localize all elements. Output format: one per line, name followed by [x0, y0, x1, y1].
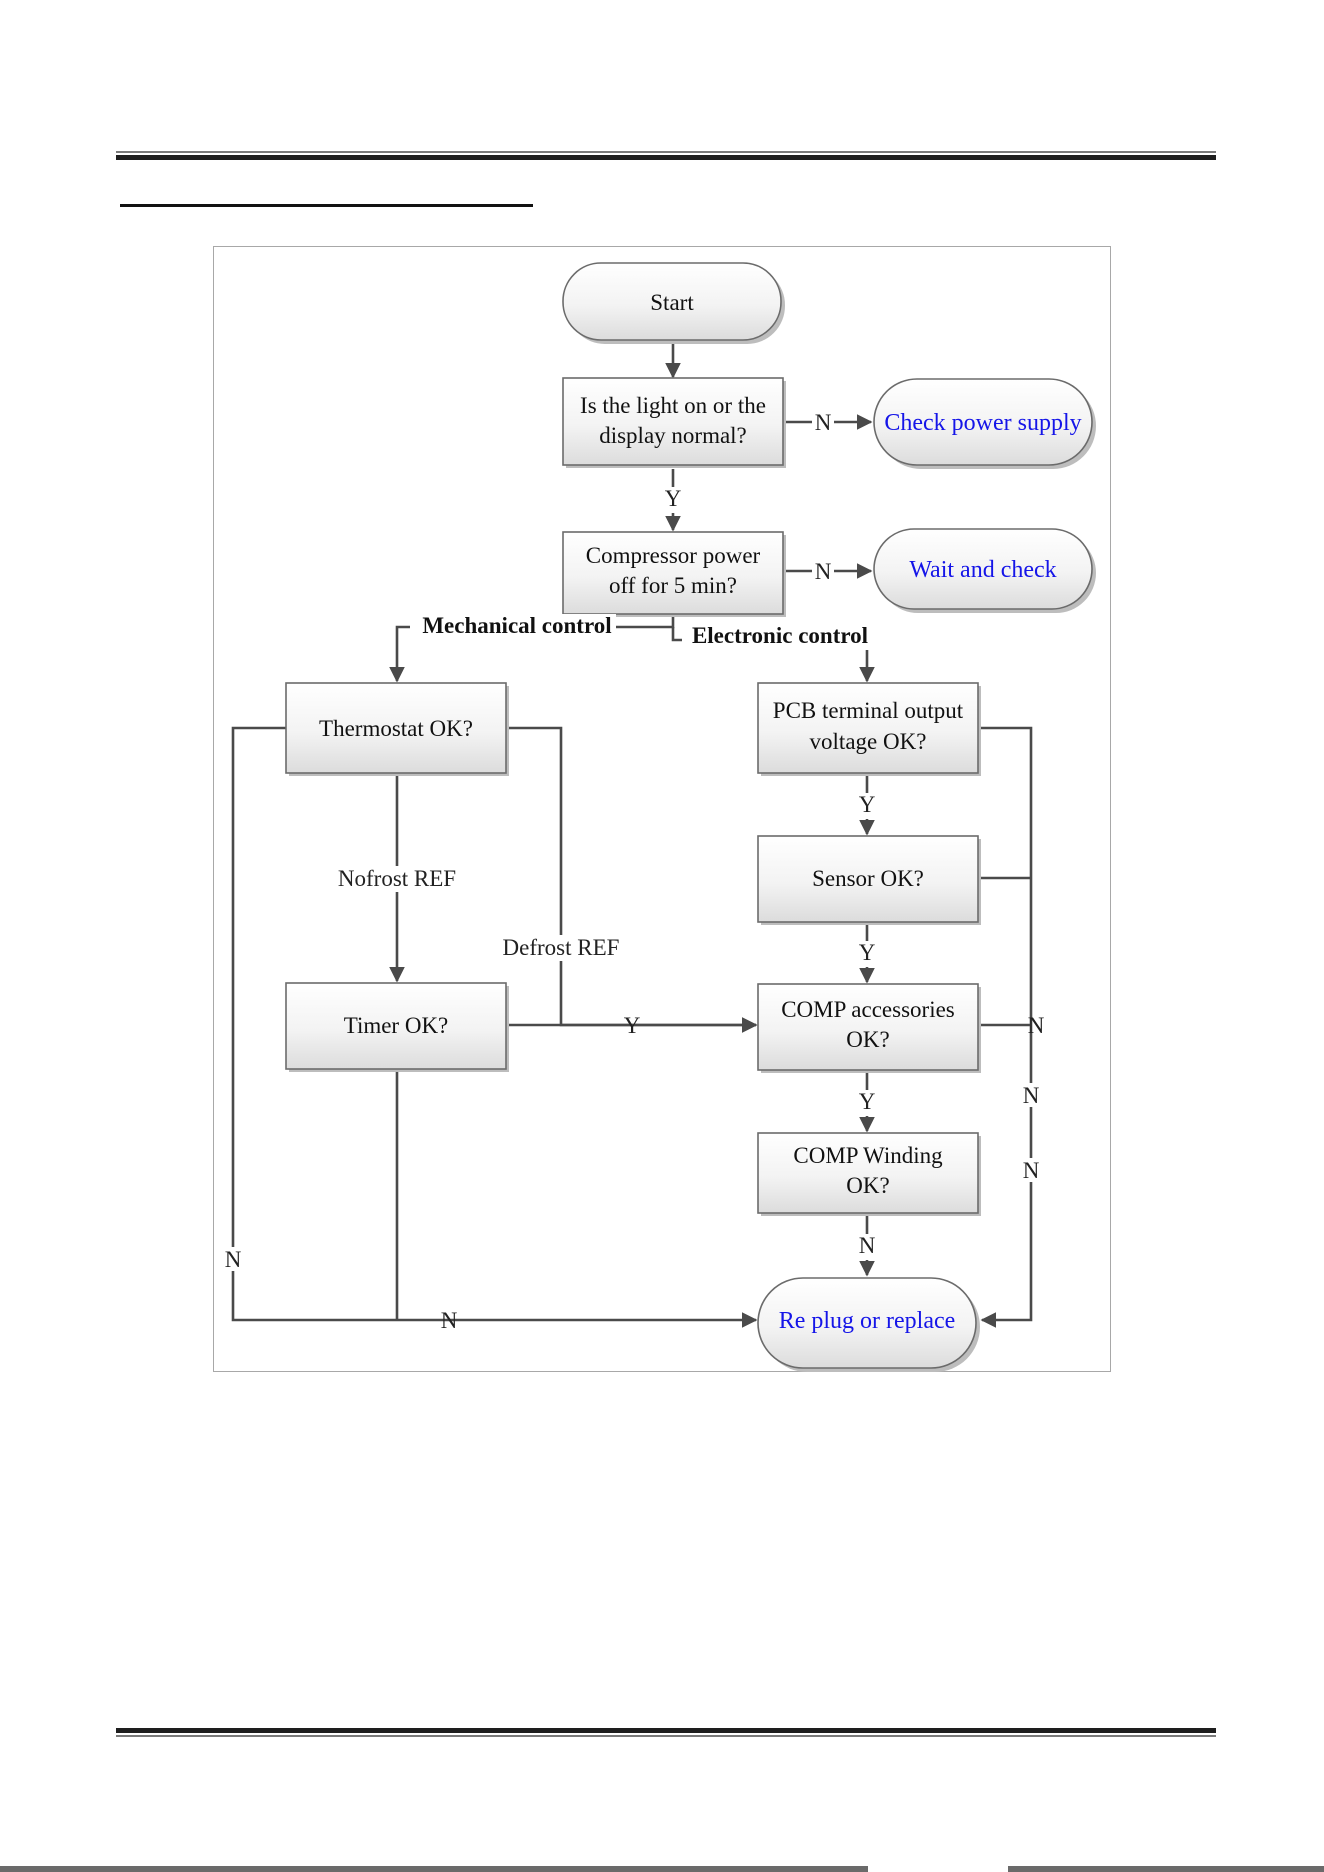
svg-text:OK?: OK?: [846, 1027, 889, 1052]
svg-text:Thermostat OK?: Thermostat OK?: [319, 716, 473, 741]
svg-text:voltage OK?: voltage OK?: [810, 729, 927, 754]
page-bottom-edge-gap: [868, 1866, 1008, 1872]
label-y-sensor: Y: [859, 940, 876, 965]
node-start: Start: [562, 262, 785, 344]
node-comp-accessories: COMP accessories OK?: [757, 983, 981, 1073]
node-light-check: Is the light on or the display normal?: [562, 377, 786, 468]
label-n-bus-1: N: [1023, 1083, 1040, 1108]
label-n-winding: N: [859, 1233, 876, 1258]
node-wait-check: Wait and check: [873, 528, 1096, 613]
label-n-compressor: N: [815, 559, 832, 584]
edge-thermostat-defrost-to-comp: [508, 726, 758, 1033]
svg-text:OK?: OK?: [846, 1173, 889, 1198]
label-defrost-ref: Defrost REF: [503, 935, 620, 960]
label-n-bus-2: N: [1023, 1158, 1040, 1183]
section-title-underline: [120, 204, 533, 207]
label-mechanical-control: Mechanical control: [422, 613, 611, 638]
node-sensor: Sensor OK?: [757, 835, 981, 925]
svg-text:Timer OK?: Timer OK?: [344, 1013, 449, 1038]
edge-thermostat-n-to-replug: [231, 726, 758, 1328]
label-y-comp: Y: [859, 1089, 876, 1114]
svg-text:Start: Start: [650, 290, 694, 315]
flowchart-frame: Start Is the light on or the display nor…: [213, 246, 1111, 1372]
svg-text:Wait and check: Wait and check: [909, 557, 1056, 583]
svg-text:off for 5 min?: off for 5 min?: [609, 573, 737, 598]
label-nofrost-ref: Nofrost REF: [338, 866, 456, 891]
svg-text:Check power supply: Check power supply: [884, 410, 1081, 436]
node-pcb-output: PCB terminal output voltage OK?: [757, 682, 981, 776]
svg-text:Re plug or replace: Re plug or replace: [779, 1308, 956, 1334]
header-rule: [116, 151, 1216, 160]
label-y-light: Y: [665, 486, 682, 511]
page-bottom-edge: [0, 1866, 1324, 1872]
label-n-timer: N: [441, 1308, 458, 1333]
node-thermostat: Thermostat OK?: [285, 682, 509, 776]
label-electronic-control: Electronic control: [692, 623, 868, 648]
svg-text:COMP accessories: COMP accessories: [781, 997, 955, 1022]
node-replug-replace: Re plug or replace: [757, 1277, 980, 1372]
svg-text:COMP Winding: COMP Winding: [793, 1143, 943, 1168]
node-check-power: Check power supply: [873, 378, 1096, 469]
svg-text:Compressor power: Compressor power: [586, 543, 761, 568]
label-y-timer: Y: [624, 1013, 641, 1038]
svg-text:Is the light on or the: Is the light on or the: [580, 393, 766, 418]
node-comp-winding: COMP Winding OK?: [757, 1132, 981, 1216]
label-n-power: N: [815, 410, 832, 435]
svg-text:PCB terminal output: PCB terminal output: [773, 698, 964, 723]
svg-text:Sensor OK?: Sensor OK?: [812, 866, 924, 891]
label-n-thermostat: N: [225, 1247, 242, 1272]
svg-text:display normal?: display normal?: [599, 423, 747, 448]
edge-labels: N Y N Mechanical control Electronic cont…: [222, 410, 1045, 1333]
node-compressor-check: Compressor power off for 5 min?: [562, 531, 786, 617]
troubleshooting-flowchart: Start Is the light on or the display nor…: [222, 262, 1096, 1372]
label-y-pcb: Y: [859, 792, 876, 817]
node-timer: Timer OK?: [285, 982, 509, 1072]
label-n-comp-acc: N: [1028, 1013, 1045, 1038]
footer-rule: [116, 1728, 1216, 1737]
